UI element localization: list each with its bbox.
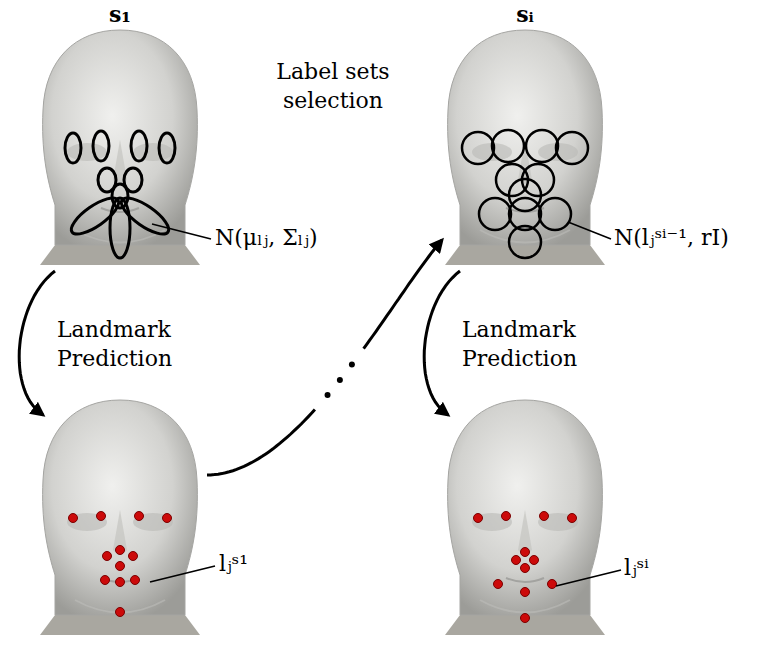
face-node: s₁ (35, 0, 205, 265)
annotation: N(lⱼˢⁱ⁻¹, rI) (614, 224, 729, 253)
annotation: N(μₗⱼ, Σₗⱼ) (215, 224, 318, 253)
face-node: sᵢ (440, 0, 610, 265)
edge-label: Landmark Prediction (57, 316, 182, 373)
connector-piece (424, 271, 460, 415)
edge-label: Landmark Prediction (462, 316, 587, 373)
ellipsis-dot (325, 392, 331, 398)
connector-piece (364, 240, 442, 349)
shape-label: sᵢ (440, 0, 610, 29)
flow-arrow (19, 271, 55, 415)
landmark-label: lⱼˢⁱ (624, 554, 649, 583)
face-node: lⱼˢ¹ (35, 400, 205, 635)
connector-piece (19, 271, 55, 415)
face-node: lⱼˢⁱ (440, 400, 610, 635)
annotation: Label sets selection (258, 58, 408, 115)
flow-arrow (207, 240, 442, 475)
flow-arrow (424, 271, 460, 415)
ellipsis-dot (349, 361, 355, 367)
connector-piece (207, 410, 315, 475)
shape-label: s₁ (35, 0, 205, 29)
landmark-label: lⱼˢ¹ (219, 550, 248, 579)
ellipsis-dot (337, 377, 343, 383)
